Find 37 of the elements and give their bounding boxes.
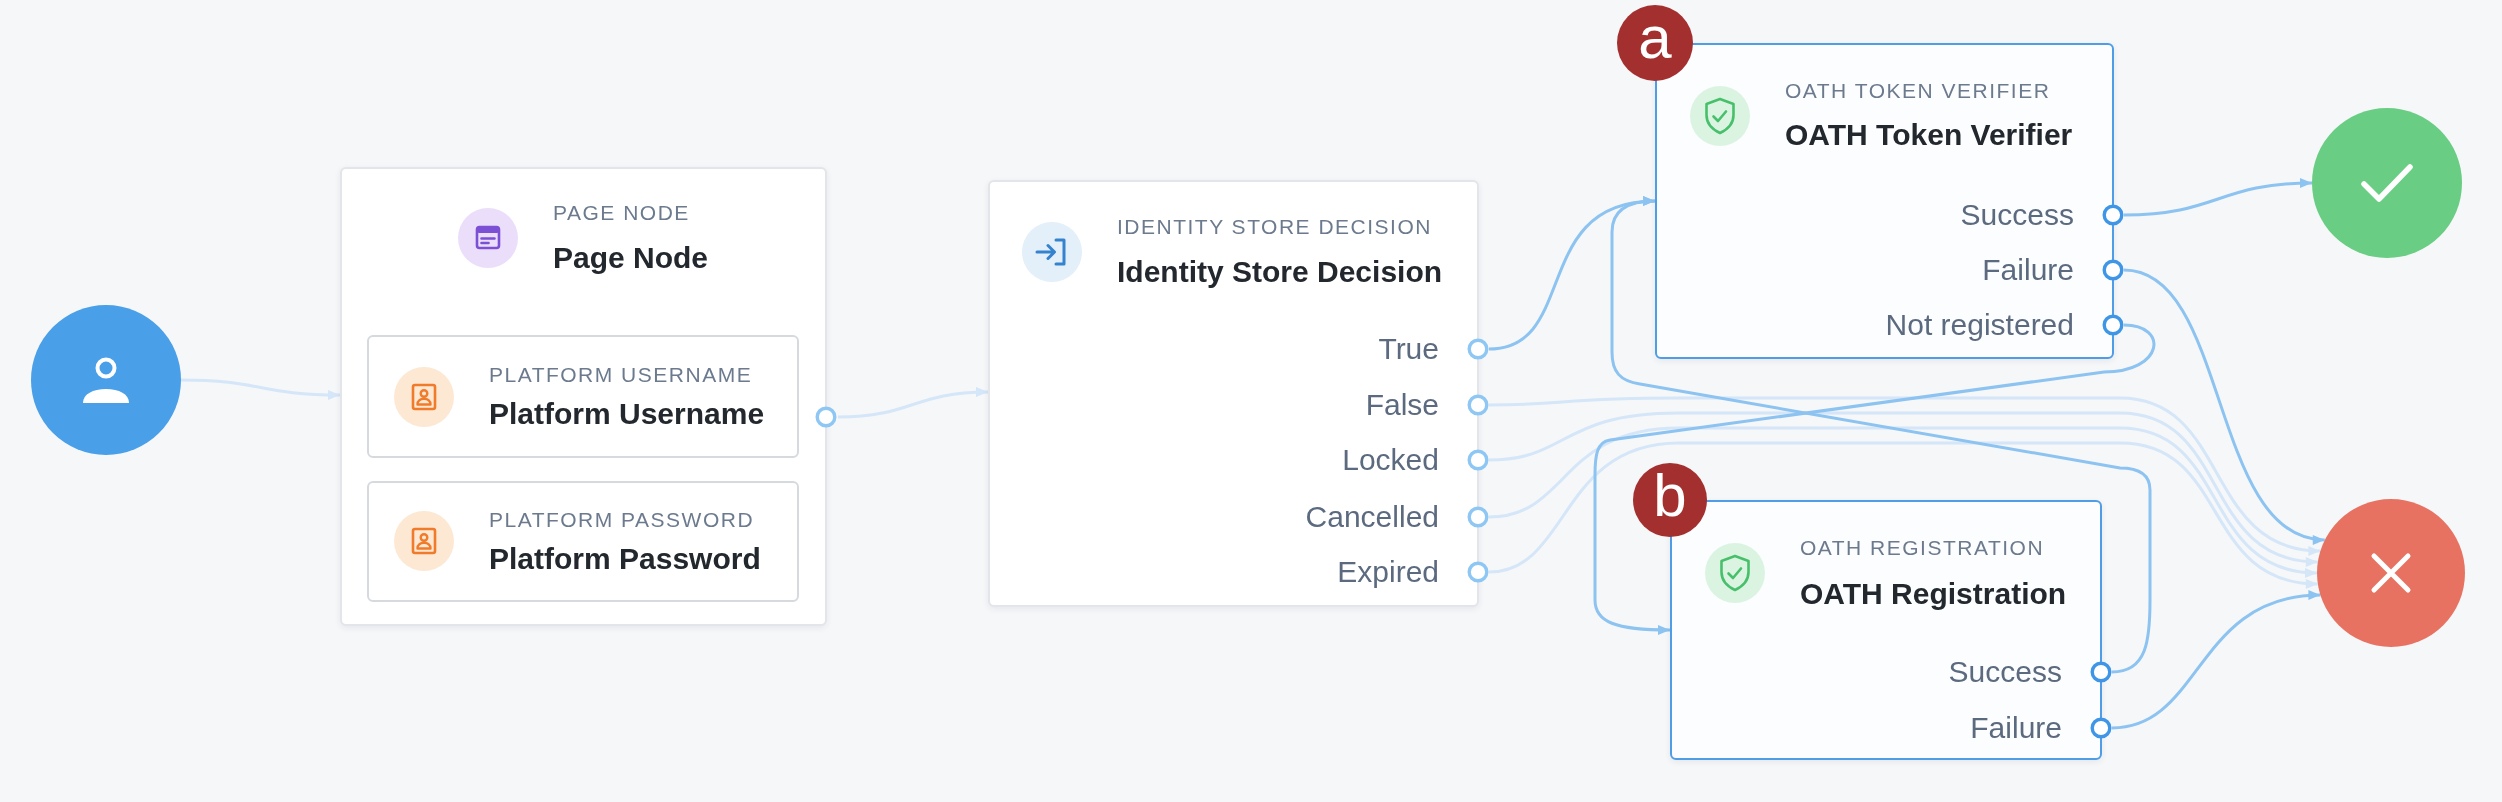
node-type-label: IDENTITY STORE DECISION (1117, 214, 1432, 240)
node-title: Platform Username (489, 396, 765, 432)
node-title: OATH Token Verifier (1785, 117, 2073, 153)
arrow (1610, 196, 2152, 674)
outcome-label: True (1378, 331, 1439, 367)
callout-number: b (1633, 463, 1707, 537)
arrow (1488, 426, 2318, 577)
arrow (1488, 441, 2318, 588)
node-type-label: OATH TOKEN VERIFIER (1785, 78, 2051, 104)
arrow (837, 387, 989, 419)
node-title: OATH Registration (1800, 576, 2067, 612)
node-type-label: PLATFORM USERNAME (489, 362, 753, 388)
callback-card (367, 481, 799, 602)
outcome-label: Cancelled (1305, 499, 1439, 535)
arrow (2111, 591, 2321, 730)
outcome-label: Failure (1970, 710, 2062, 746)
node-type-label: PLATFORM PASSWORD (489, 507, 755, 533)
outcome-label: False (1365, 387, 1439, 423)
node-type-label: OATH REGISTRATION (1800, 535, 2045, 561)
outcome-label: Failure (1982, 252, 2074, 288)
callout-number: a (1617, 5, 1693, 81)
arrow (1593, 323, 2155, 635)
node-title: Platform Password (489, 541, 761, 577)
arrow (1488, 411, 2318, 566)
outcome-label: Success (1948, 654, 2062, 690)
arrow (2123, 268, 2326, 543)
outcome-label: Not registered (1885, 307, 2074, 343)
outcome-label: Locked (1342, 442, 1439, 478)
node-title: Page Node (553, 240, 709, 276)
outcome-label: Success (1960, 197, 2074, 233)
outcome-label: Expired (1337, 554, 1439, 590)
node-type-label: PAGE NODE (553, 200, 690, 226)
arrow (1489, 396, 2321, 555)
arrow (180, 378, 341, 400)
arrow (2123, 178, 2313, 217)
node-title: Identity Store Decision (1117, 254, 1443, 290)
callback-card (367, 335, 799, 458)
